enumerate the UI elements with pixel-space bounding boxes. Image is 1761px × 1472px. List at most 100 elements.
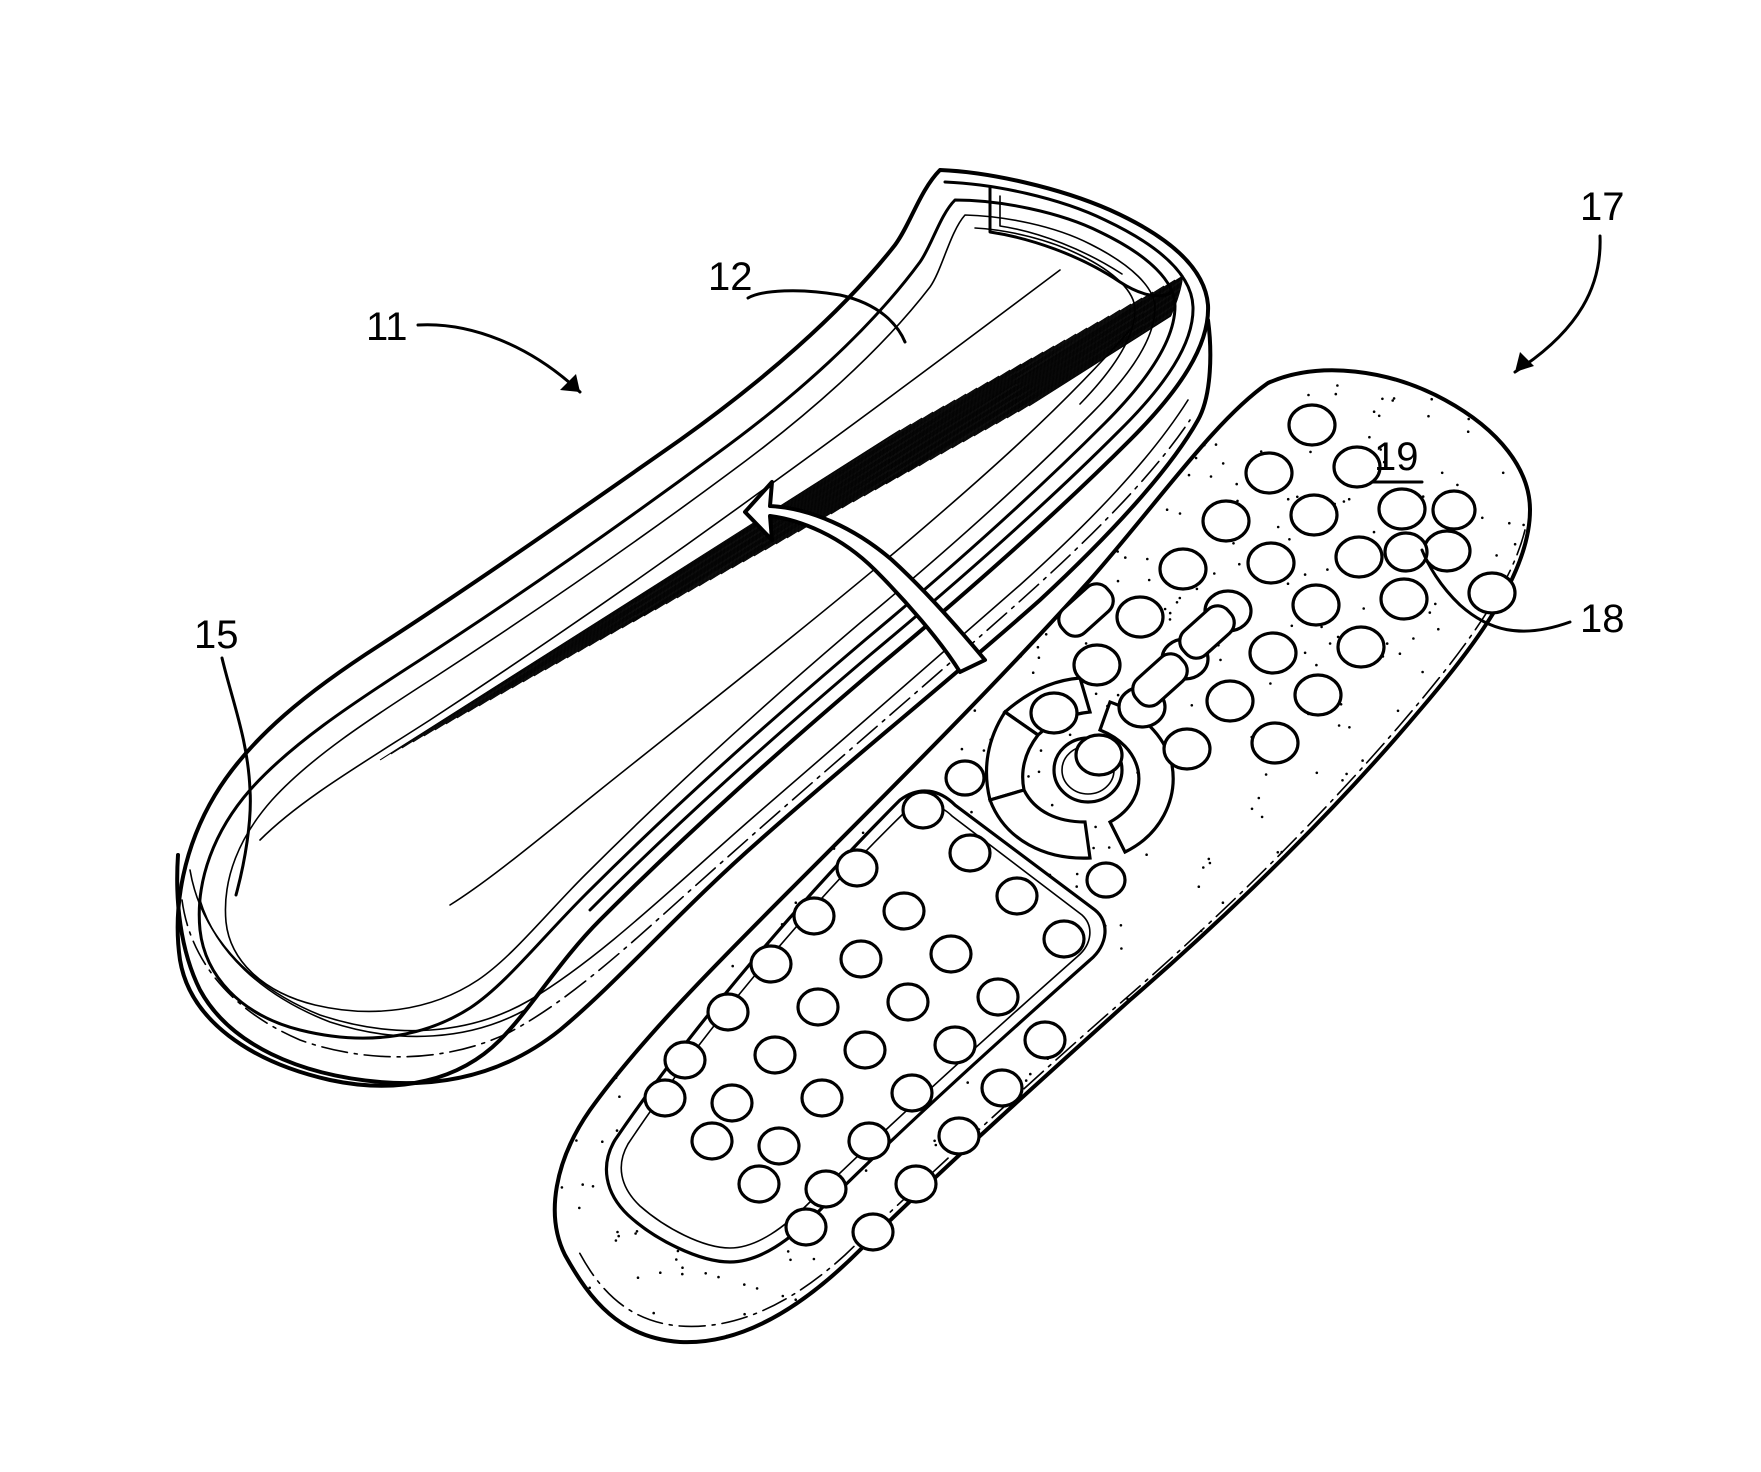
- stipple-dot: [608, 713, 612, 717]
- keypad-button: [901, 790, 945, 830]
- keypad-button: [839, 939, 883, 979]
- stipple-dot: [864, 1169, 868, 1172]
- stipple-dot: [662, 430, 665, 434]
- stipple-dot: [577, 672, 581, 675]
- stipple-dot: [1242, 1168, 1246, 1172]
- stipple-dot: [789, 1258, 792, 1262]
- stipple-dot: [1104, 1158, 1107, 1162]
- hatch-line: [467, 381, 989, 713]
- keypad-button: [1042, 919, 1086, 959]
- stipple-dot: [1085, 1182, 1088, 1186]
- hatch-line: [753, 225, 1184, 557]
- stipple-dot: [625, 824, 629, 828]
- stipple-dot: [686, 687, 689, 691]
- rotation-arrow: [743, 480, 987, 674]
- function-button: [1293, 673, 1343, 717]
- hatch-line: [940, 203, 1184, 455]
- label-12: 12: [708, 255, 753, 299]
- stipple-dot: [1501, 965, 1504, 969]
- stipple-dot: [1410, 928, 1413, 932]
- stipple-dot: [1056, 1137, 1060, 1140]
- stipple-dot: [1145, 853, 1148, 856]
- hatch-line: [841, 203, 1184, 509]
- keypad-button: [948, 833, 992, 873]
- stipple-dot: [587, 921, 591, 924]
- function-buttons: [944, 403, 1517, 899]
- stipple-dot: [1410, 1235, 1413, 1238]
- stipple-dot: [575, 1139, 578, 1142]
- stipple-dot: [1102, 392, 1105, 395]
- stipple-dot: [1235, 482, 1238, 486]
- stipple-dot: [1440, 471, 1444, 475]
- stipple-dot: [1157, 485, 1161, 489]
- stipple-dot: [829, 714, 832, 717]
- stipple-dot: [674, 554, 678, 558]
- stipple-dot: [1415, 770, 1418, 773]
- stipple-dot: [1008, 545, 1012, 549]
- stipple-dot: [1343, 1093, 1347, 1097]
- stipple-dot: [1178, 596, 1182, 600]
- hatch-line: [874, 203, 1184, 491]
- stipple-dot: [1140, 500, 1143, 504]
- stipple-dot: [705, 543, 708, 546]
- stipple-dot: [1428, 611, 1432, 614]
- stipple-dot: [1323, 1047, 1326, 1051]
- stipple-dot: [1449, 1106, 1453, 1110]
- stipple-dot: [821, 720, 824, 724]
- stipple-dot: [1119, 924, 1123, 927]
- stipple-dot: [614, 1239, 618, 1242]
- stipple-dot: [646, 1339, 649, 1343]
- stipple-dot: [1152, 1015, 1156, 1019]
- stipple-dot: [1427, 414, 1430, 418]
- stipple-dot: [614, 565, 618, 568]
- stipple-dot: [954, 475, 957, 479]
- stipple-dot: [1031, 671, 1035, 674]
- stipple-dot: [1398, 652, 1402, 655]
- stipple-dot: [592, 895, 595, 899]
- stipple-dot: [1431, 1027, 1435, 1030]
- stipple-dot: [1430, 397, 1433, 401]
- stipple-dot: [646, 984, 649, 988]
- stipple-dot: [1009, 1217, 1013, 1220]
- stipple-dot: [1296, 495, 1299, 499]
- stipple-dot: [693, 621, 697, 625]
- stipple-dot: [627, 526, 631, 530]
- stipple-dot: [743, 1312, 746, 1316]
- stipple-dot: [571, 609, 575, 612]
- stipple-dot: [825, 805, 828, 808]
- stipple-dot: [646, 389, 650, 392]
- stipple-dot: [675, 1258, 678, 1261]
- stipple-dot: [600, 1039, 604, 1042]
- stipple-dot: [763, 860, 767, 863]
- stipple-dot: [1449, 1220, 1453, 1224]
- stipple-dot: [1214, 443, 1218, 446]
- stipple-dot: [1087, 1256, 1091, 1260]
- hatch-line: [731, 237, 1184, 569]
- stipple-dot: [1421, 670, 1424, 674]
- keypad-button: [937, 1116, 981, 1156]
- keypad-button: [882, 891, 926, 931]
- stipple-dot: [748, 643, 752, 646]
- keypad-button: [757, 1126, 801, 1166]
- stipple-dot: [864, 1272, 867, 1276]
- stipple-dot: [652, 680, 656, 683]
- stipple-dot: [603, 432, 607, 436]
- stipple-dot: [783, 540, 786, 544]
- stipple-dot: [1342, 903, 1345, 907]
- stipple-dot: [1075, 872, 1079, 876]
- function-button: [1289, 493, 1339, 537]
- stipple-dot: [689, 381, 693, 384]
- stipple-dot: [1226, 1061, 1230, 1065]
- stipple-dot: [1460, 975, 1464, 979]
- stipple-dot: [725, 1334, 729, 1338]
- stipple-dot: [969, 673, 973, 677]
- stipple-dot: [1392, 397, 1396, 400]
- stipple-dot: [673, 941, 677, 944]
- stipple-dot: [1484, 985, 1488, 988]
- stipple-dot: [982, 749, 986, 752]
- keypad-button: [753, 1035, 797, 1075]
- stipple-dot: [1495, 554, 1498, 557]
- stipple-dot: [1009, 1278, 1012, 1281]
- stipple-dot: [1399, 1317, 1403, 1321]
